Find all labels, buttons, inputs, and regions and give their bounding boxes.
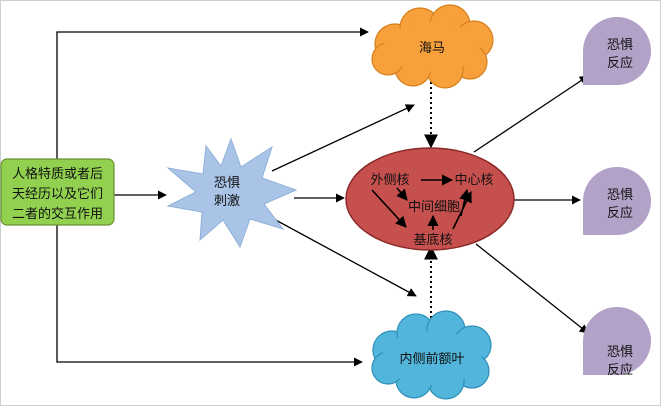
arrow-stimulus-to-hippocampus — [271, 104, 415, 172]
nucleus-basal: 基底核 — [413, 232, 452, 248]
nucleus-central: 中心核 — [454, 173, 493, 188]
response-shape-3 — [583, 307, 651, 375]
personality-line-1: 人格特质或者后 — [12, 166, 103, 182]
stimulus-starburst — [166, 137, 298, 249]
stimulus-line-2: 刺激 — [214, 194, 240, 209]
hippocampus-node: 海马 — [371, 4, 494, 89]
arrow-amygdala-to-response-1 — [473, 75, 589, 153]
prefrontal-label: 内侧前额叶 — [399, 351, 464, 367]
response-3-line-2: 反应 — [607, 362, 633, 378]
hippocampus-cloud — [371, 4, 494, 89]
response-1-line-1: 恐惧 — [607, 37, 633, 53]
arrow-personality-to-hippocampus — [56, 27, 369, 160]
personality-line-2: 天经历以及它们 — [12, 186, 103, 202]
arrow-basal-to-central — [452, 190, 472, 230]
arrow-stimulus-to-prefrontal — [271, 217, 417, 297]
response-shape-1 — [583, 17, 651, 85]
response-node-3: 恐惧 反应 — [583, 307, 651, 378]
arrow-lateral-to-basal — [371, 189, 407, 228]
nucleus-intercalated: 中间细胞 — [408, 200, 460, 215]
response-3-line-1: 恐惧 — [607, 344, 633, 360]
response-2-line-1: 恐惧 — [607, 187, 633, 203]
arrow-amygdala-to-response-3 — [475, 243, 589, 334]
connectors — [56, 27, 589, 367]
personality-box — [0, 158, 115, 226]
amygdala-ellipse — [345, 147, 515, 251]
amygdala-node: 外侧核 中心核 中间细胞 基底核 — [345, 147, 515, 251]
amygdala-internal-arrows — [371, 174, 472, 230]
response-shape-2 — [583, 167, 651, 235]
personality-line-3: 二者的交互作用 — [12, 206, 103, 222]
stimulus-node: 恐惧 刺激 — [166, 137, 298, 249]
response-node-1: 恐惧 反应 — [583, 17, 651, 85]
prefrontal-cloud — [371, 310, 492, 400]
stimulus-line-1: 恐惧 — [214, 175, 240, 191]
personality-node: 人格特质或者后 天经历以及它们 二者的交互作用 — [0, 158, 115, 226]
prefrontal-node: 内侧前额叶 — [371, 310, 492, 400]
arrow-lateral-to-intercalated — [396, 187, 408, 201]
response-1-line-2: 反应 — [607, 55, 633, 71]
response-node-2: 恐惧 反应 — [583, 167, 651, 235]
response-2-line-2: 反应 — [607, 205, 633, 221]
hippocampus-label: 海马 — [419, 41, 445, 56]
arrow-personality-to-prefrontal — [56, 225, 363, 367]
nucleus-lateral: 外侧核 — [370, 173, 409, 188]
response-nodes: 恐惧 反应 恐惧 反应 恐惧 反应 — [583, 17, 651, 378]
